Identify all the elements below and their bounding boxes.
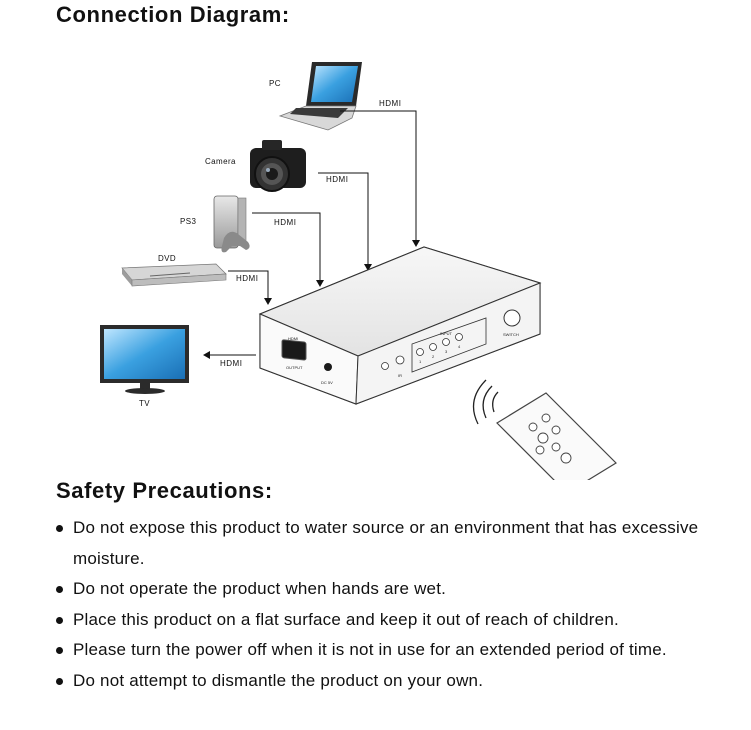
safety-item: Place this product on a flat surface and… bbox=[56, 605, 716, 636]
safety-item-text: Do not operate the product when hands ar… bbox=[73, 579, 447, 598]
bullet-icon bbox=[56, 677, 63, 685]
dvd-label: DVD bbox=[158, 254, 176, 263]
bullet-icon bbox=[56, 647, 63, 654]
port-number-3: 3 bbox=[445, 349, 448, 354]
camera-cable-label: HDMI bbox=[326, 175, 348, 184]
camera-cable-line bbox=[318, 172, 372, 271]
connection-diagram-heading: Connection Diagram: bbox=[56, 2, 290, 27]
output-port-label: OUTPUT bbox=[286, 365, 303, 370]
bullet-icon bbox=[56, 525, 63, 532]
safety-precautions-list: Do not expose this product to water sour… bbox=[56, 513, 716, 696]
switch-button-icon bbox=[503, 309, 521, 327]
dvd-player-icon bbox=[121, 263, 227, 287]
safety-item: Do not operate the product when hands ar… bbox=[56, 574, 716, 605]
tv-cable-label: HDMI bbox=[220, 359, 242, 368]
camera-label: Camera bbox=[205, 157, 236, 166]
port-number-1: 1 bbox=[419, 359, 422, 364]
bullet-icon bbox=[56, 586, 63, 593]
laptop-icon bbox=[278, 62, 362, 131]
tv-label: TV bbox=[139, 399, 150, 408]
safety-item-text: Please turn the power off when it is not… bbox=[73, 640, 667, 659]
hdmi-port-label: HDMI bbox=[288, 336, 298, 341]
ps3-cable-line bbox=[252, 212, 324, 287]
safety-item-text: Do not expose this product to water sour… bbox=[73, 518, 699, 568]
input-panel-label: INPUT bbox=[440, 331, 453, 336]
port-number-2: 2 bbox=[432, 354, 435, 359]
safety-precautions-heading: Safety Precautions: bbox=[56, 478, 273, 503]
ps3-cable-label: HDMI bbox=[274, 218, 296, 227]
safety-item-text: Place this product on a flat surface and… bbox=[73, 609, 619, 629]
hdmi-switch-box: OUTPUT HDMI DC 5V IR INPUT 1 2 3 4 SWITC… bbox=[258, 246, 542, 405]
connection-diagram: PC Camera PS3 DVD TV HDMI H bbox=[100, 62, 617, 480]
pc-label: PC bbox=[269, 79, 281, 88]
dvd-cable-label: HDMI bbox=[236, 274, 258, 283]
remote-control-icon bbox=[472, 379, 617, 480]
safety-item: Please turn the power off when it is not… bbox=[56, 635, 716, 666]
dvd-cable-line bbox=[228, 270, 272, 305]
dc-label: DC 5V bbox=[321, 380, 333, 385]
port-number-4: 4 bbox=[458, 344, 461, 349]
pc-cable-line bbox=[340, 110, 420, 247]
game-console-icon bbox=[213, 195, 250, 253]
safety-item-text: Do not attempt to dismantle the product … bbox=[73, 670, 484, 690]
switch-label: SWITCH bbox=[503, 332, 519, 337]
pc-cable-label: HDMI bbox=[379, 99, 401, 108]
safety-item: Do not attempt to dismantle the product … bbox=[56, 666, 716, 697]
camera-icon bbox=[250, 140, 306, 192]
bullet-icon bbox=[56, 616, 63, 624]
tv-icon bbox=[100, 325, 189, 394]
ir-label: IR bbox=[398, 373, 402, 378]
ps3-label: PS3 bbox=[180, 217, 196, 226]
safety-item: Do not expose this product to water sour… bbox=[56, 513, 716, 574]
